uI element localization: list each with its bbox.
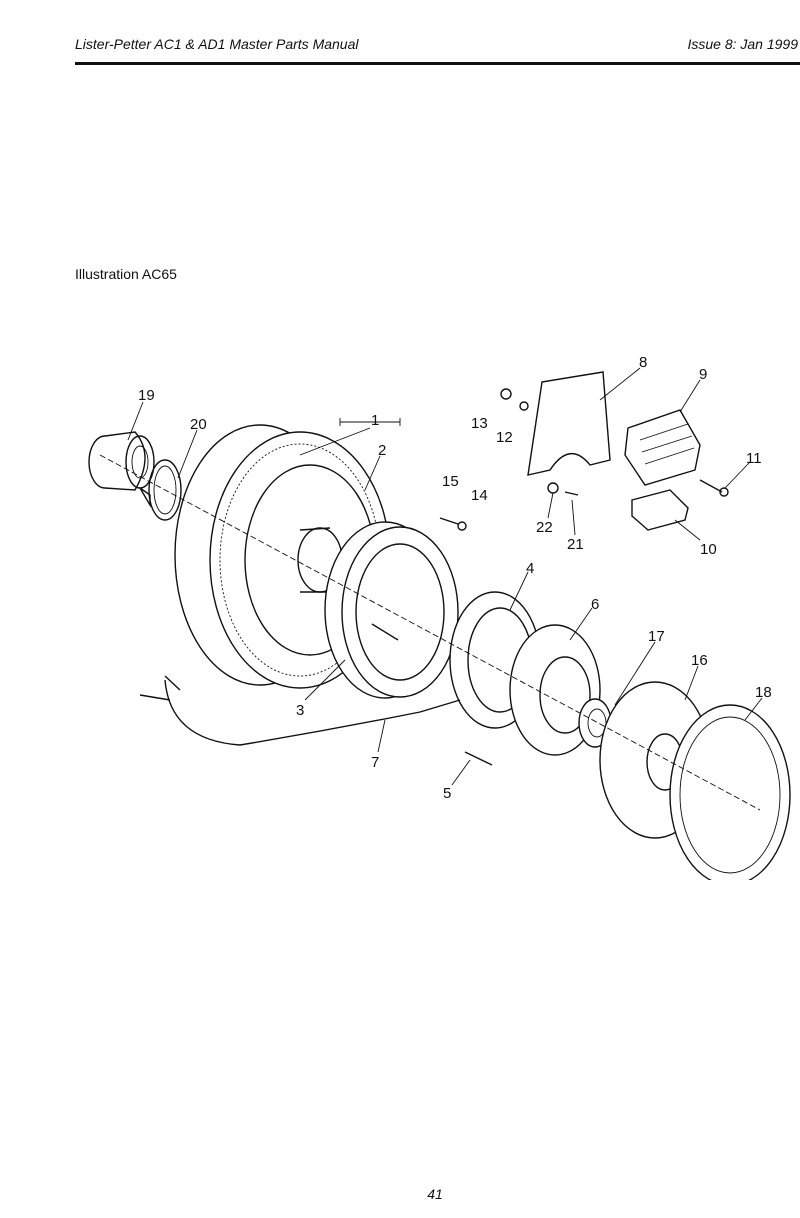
callout-22: 22 <box>536 519 553 536</box>
callout-20: 20 <box>190 416 207 433</box>
part-3-rotor <box>324 521 459 699</box>
callout-21: 21 <box>567 536 584 553</box>
callout-6: 6 <box>591 596 599 613</box>
fasteners <box>439 388 729 766</box>
callout-1: 1 <box>371 412 379 429</box>
callout-12: 12 <box>496 429 513 446</box>
leader-lines <box>127 367 763 786</box>
callout-16: 16 <box>691 652 708 669</box>
callout-17: 17 <box>648 628 665 645</box>
callout-7: 7 <box>371 754 379 771</box>
callout-13: 13 <box>471 415 488 432</box>
callout-15: 15 <box>442 473 459 490</box>
callout-4: 4 <box>526 560 534 577</box>
manual-title: Lister-Petter AC1 & AD1 Master Parts Man… <box>75 36 359 52</box>
exploded-parts-diagram: 19 20 1 2 13 12 8 9 11 15 14 22 21 10 4 … <box>88 354 791 880</box>
callout-2: 2 <box>378 442 386 459</box>
callout-9: 9 <box>699 366 707 383</box>
part-9-regulator <box>624 409 701 486</box>
issue-date: Issue 8: Jan 1999 <box>687 36 798 52</box>
illustration-caption: Illustration AC65 <box>75 266 177 282</box>
header-rule <box>75 62 800 65</box>
part-18-gasket <box>669 704 791 880</box>
part-8-bracket <box>527 371 611 476</box>
part-6-housing <box>509 624 601 756</box>
part-19-adaptor <box>88 431 155 491</box>
part-20-washer <box>139 459 182 521</box>
callout-19: 19 <box>138 387 155 404</box>
part-7-cable <box>164 679 461 746</box>
callout-14: 14 <box>471 487 488 504</box>
part-10-connector <box>631 489 689 531</box>
callout-18: 18 <box>755 684 772 701</box>
callout-3: 3 <box>296 702 304 719</box>
callout-11: 11 <box>746 450 762 467</box>
callout-5: 5 <box>443 785 451 802</box>
callout-8: 8 <box>639 354 647 371</box>
page-number: 41 <box>427 1186 443 1202</box>
callout-10: 10 <box>700 541 717 558</box>
